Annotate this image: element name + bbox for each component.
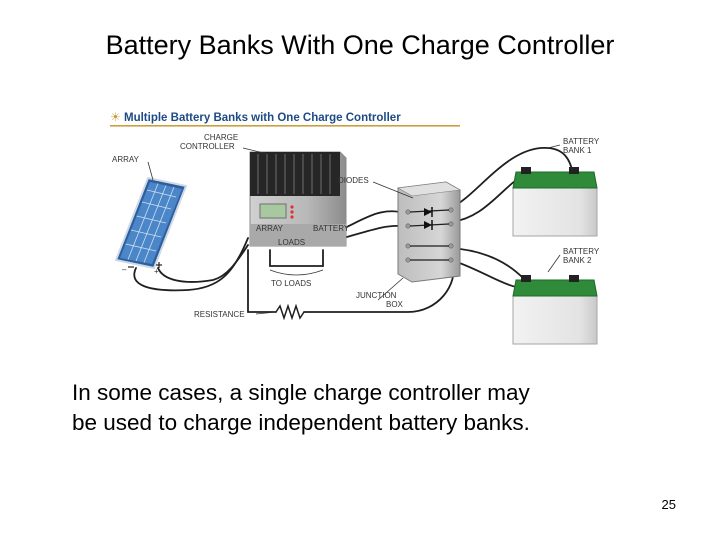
label-resistance: RESISTANCE (194, 310, 245, 319)
caption-line-1: In some cases, a single charge controlle… (72, 380, 530, 405)
terminal-strip (250, 224, 346, 246)
battery-1-top (512, 171, 598, 189)
caption: In some cases, a single charge controlle… (72, 378, 672, 438)
solar-panel-grid (125, 183, 177, 263)
wiring (133, 147, 574, 313)
battery-bank-2 (512, 275, 598, 345)
wire-bank1-pos (450, 147, 574, 209)
led-3 (290, 215, 294, 219)
label-diodes: DIODES (338, 176, 369, 185)
heatsink-fins (257, 154, 331, 194)
label-array: ARRAY (112, 155, 140, 164)
label-junction: JUNCTION (356, 291, 397, 300)
caption-line-2: be used to charge independent battery ba… (72, 410, 530, 435)
label-battery-1: BATTERY (563, 137, 600, 146)
label-plus: + (154, 267, 159, 276)
diode-2 (424, 221, 432, 229)
led-1 (290, 205, 294, 209)
label-battery-2: BATTERY (563, 247, 600, 256)
label-minus: – (122, 265, 127, 274)
battery-1-body (512, 187, 598, 237)
battery-2-body (512, 295, 598, 345)
junction-box (397, 181, 461, 283)
title-rule (110, 125, 460, 127)
wire-array-pos (157, 244, 249, 283)
wire-resistance-left (247, 249, 277, 313)
label-bank-2: BANK 2 (563, 256, 592, 265)
solar-array (114, 176, 188, 270)
ctrl-loads-label: LOADS (278, 238, 305, 247)
battery-1-terminal-pos (569, 167, 579, 174)
junction-box-body (397, 181, 461, 283)
diode-1 (424, 208, 432, 216)
label-charge: CHARGE (204, 133, 238, 142)
resistor-symbol (275, 303, 305, 321)
wire-loads-left (269, 249, 324, 267)
wiring-diagram: ☀ Multiple Battery Banks with One Charge… (108, 100, 618, 345)
page-number: 25 (661, 497, 676, 512)
label-to-loads: TO LOADS (271, 279, 311, 288)
figure-title-text: Multiple Battery Banks with One Charge C… (124, 112, 401, 124)
led-2 (290, 210, 294, 214)
leader-lines (147, 144, 561, 315)
label-box: BOX (386, 300, 404, 309)
junction-box-top (397, 181, 461, 197)
ctrl-battery-label: BATTERY (313, 224, 350, 233)
battery-1-terminal-neg (521, 167, 531, 174)
battery-2-terminal-neg (521, 275, 531, 282)
battery-2-top (512, 279, 598, 297)
heatsink (250, 152, 340, 196)
ctrl-array-label: ARRAY (256, 224, 284, 233)
controller-display (259, 203, 287, 219)
battery-2-terminal-pos (569, 275, 579, 282)
sun-icon: ☀ (110, 110, 121, 124)
battery-bank-1 (512, 167, 598, 237)
label-bank-1: BANK 1 (563, 146, 592, 155)
slide-title: Battery Banks With One Charge Controller (105, 30, 615, 60)
figure-title: ☀ Multiple Battery Banks with One Charge… (110, 110, 460, 127)
label-controller: CONTROLLER (180, 142, 235, 151)
charge-controller: ARRAY BATTERY LOADS (249, 151, 350, 247)
